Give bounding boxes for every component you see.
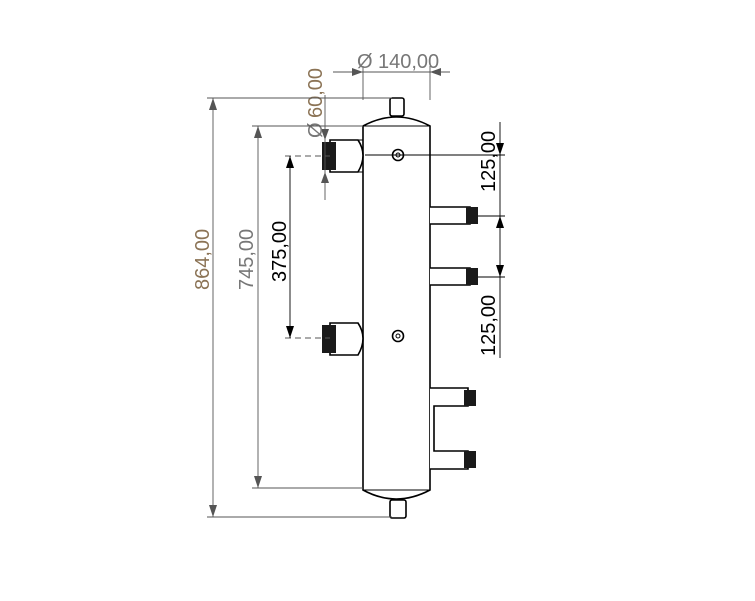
right-port-3-thread <box>464 390 476 406</box>
dimension-diameter-140-value: 140,00 <box>378 51 439 73</box>
dimension-125-mid: 125,00 <box>478 216 505 358</box>
separator-body <box>362 97 431 519</box>
dimension-375-value: 375,00 <box>269 221 291 282</box>
left-upper-port <box>322 139 364 173</box>
dimension-125-top-value: 125,00 <box>478 131 500 192</box>
dimension-diameter-140-symbol: Ø <box>357 51 373 73</box>
top-vent-nipple <box>389 97 405 117</box>
right-port-4-thread <box>464 451 476 468</box>
dimension-diameter-60-symbol: Ø <box>305 122 327 138</box>
left-lower-thread <box>322 325 336 353</box>
dimension-864-value: 864,00 <box>192 229 214 290</box>
right-branch-lower <box>430 387 476 470</box>
right-port-1-thread <box>466 207 478 224</box>
right-port-2-thread <box>466 268 478 285</box>
right-port-2 <box>430 267 478 286</box>
dimension-125-mid-value: 125,00 <box>478 295 500 356</box>
right-port-1 <box>430 206 478 225</box>
lower-sensor-boss <box>391 329 405 343</box>
left-lower-port <box>322 322 364 356</box>
lower-sensor-core <box>395 333 401 339</box>
cylinder-shell <box>362 116 431 500</box>
dimension-375: 375,00 <box>269 155 330 339</box>
dimension-diameter-140: Ø 140,00 <box>333 51 450 100</box>
bottom-drain-nipple <box>389 499 407 519</box>
dimension-745-value: 745,00 <box>236 229 258 290</box>
dimension-745: 745,00 <box>236 125 363 489</box>
dimension-864: 864,00 <box>192 97 392 518</box>
dimension-diameter-60: 60,00 Ø <box>305 68 329 200</box>
dimension-diameter-60-value: 60,00 <box>305 68 327 118</box>
